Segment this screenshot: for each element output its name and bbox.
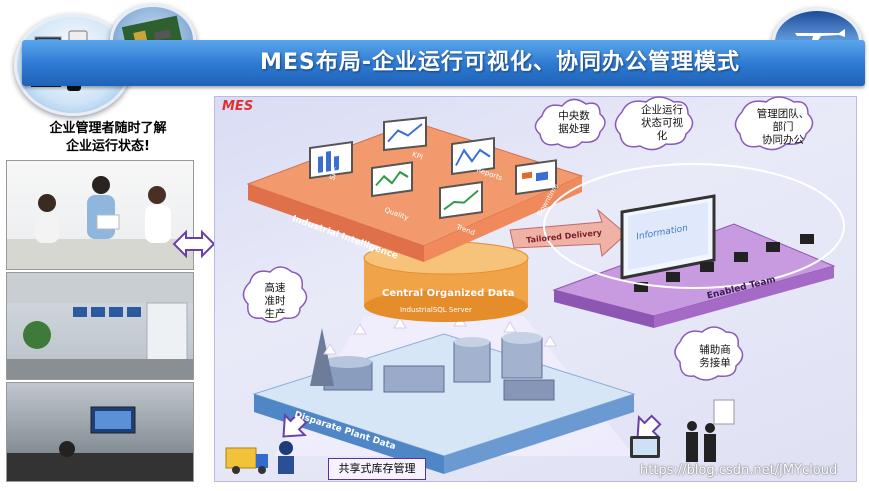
information-screen bbox=[620, 194, 716, 280]
office-meeting-photo bbox=[6, 160, 194, 270]
manager-caption: 企业管理者随时了解 企业运行状态! bbox=[8, 120, 208, 156]
document-icon bbox=[713, 399, 735, 425]
title-banner bbox=[22, 40, 865, 86]
cloud-visual-text: 企业运行 状态可视 化 bbox=[641, 104, 683, 142]
people-icon bbox=[7, 176, 193, 269]
worker-icon bbox=[278, 441, 294, 474]
central-data-sublabel: IndustrialSQL Server bbox=[400, 306, 472, 314]
monitoring-desk-photo bbox=[6, 382, 194, 482]
kpi-screens bbox=[309, 116, 557, 220]
cloud-aux-text: 辅助商 务接单 bbox=[699, 344, 731, 369]
manager-caption-line-1: 企业管理者随时了解 bbox=[49, 121, 167, 136]
cloud-center-data bbox=[534, 98, 606, 149]
control-room-photo bbox=[6, 272, 194, 380]
mes-corner-label: MES bbox=[222, 99, 254, 114]
delivery-arrow bbox=[509, 208, 627, 257]
cloud-speed bbox=[242, 266, 308, 323]
team-desks bbox=[634, 234, 814, 292]
wall-screen-icon bbox=[7, 406, 193, 481]
truck-icon bbox=[225, 447, 268, 474]
double-arrow-icon bbox=[172, 229, 216, 259]
cloud-aux bbox=[674, 326, 744, 381]
watermark: https://blog.csdn.net/JMYcloud bbox=[640, 463, 838, 478]
plant-icons bbox=[310, 328, 555, 401]
cloud-speed-text: 高速 准时 生产 bbox=[264, 282, 286, 320]
cloud-team-text: 管理团队、 部门 协同办公 bbox=[756, 108, 810, 146]
business-people-icon bbox=[686, 421, 716, 462]
manager-caption-line-2: 企业运行状态! bbox=[66, 139, 150, 154]
central-data-cylinder bbox=[363, 241, 529, 322]
cloud-team bbox=[734, 96, 814, 151]
monitor-wall-icon bbox=[7, 273, 193, 379]
shared-inventory-label: 共享式库存管理 bbox=[328, 458, 426, 480]
mes-diagram-graphics bbox=[225, 96, 845, 474]
page-title: MES布局-企业运行可视化、协同办公管理模式 bbox=[260, 50, 740, 75]
cloud-visual bbox=[614, 96, 694, 151]
cloud-center-data-text: 中央数 据处理 bbox=[558, 110, 590, 135]
central-data-label: Central Organized Data bbox=[382, 288, 515, 299]
highlight-ellipse bbox=[543, 163, 845, 289]
